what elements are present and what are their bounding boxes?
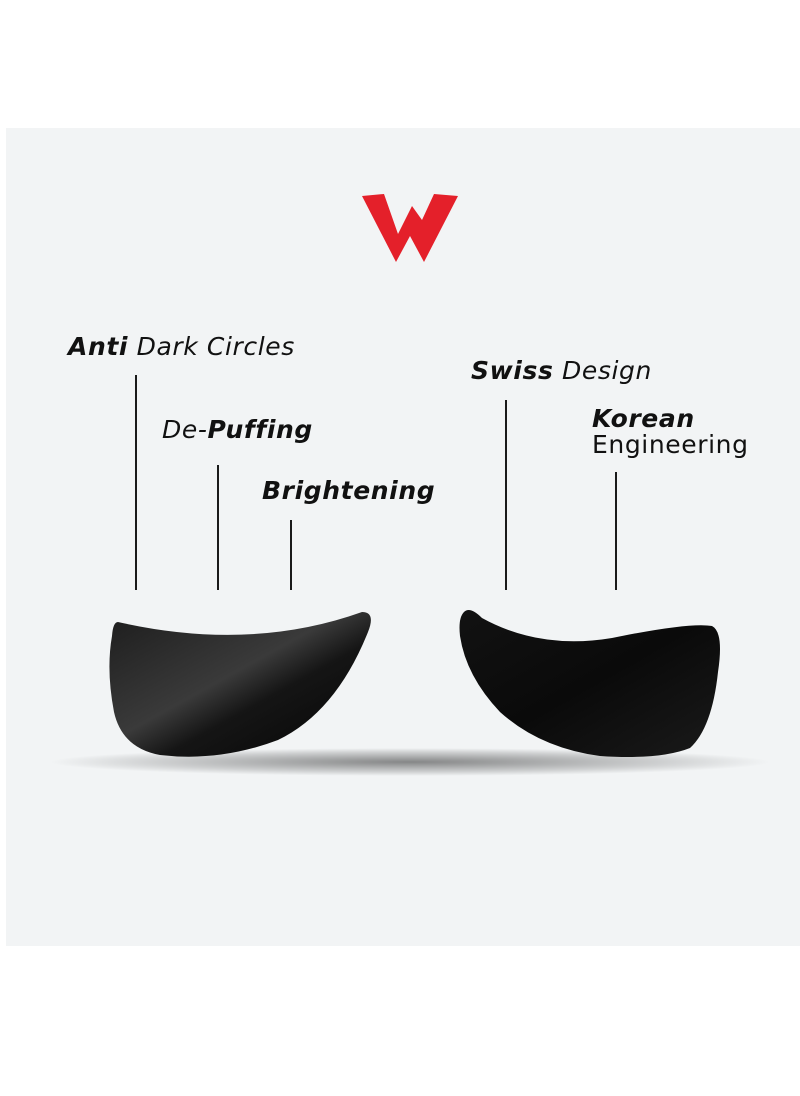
label-korean-strong: Korean xyxy=(592,404,695,433)
label-de: De- xyxy=(162,415,208,444)
label-design: Design xyxy=(553,356,652,385)
label-swiss-design: Swiss Design xyxy=(471,356,652,386)
label-dark-circles: Dark Circles xyxy=(128,332,295,361)
product-background-panel xyxy=(6,128,800,946)
label-brightening: Brightening xyxy=(262,476,435,506)
callout-line-swiss-design xyxy=(505,400,507,590)
callout-line-anti-dark-circles xyxy=(135,375,137,590)
w-logo-icon xyxy=(362,194,458,262)
label-anti-strong: Anti xyxy=(68,332,129,361)
label-brightening-strong: Brightening xyxy=(262,476,436,505)
callout-line-brightening xyxy=(290,520,292,590)
label-engineering: Engineering xyxy=(592,430,749,459)
label-korean-engineering: Korean Engineering xyxy=(592,404,749,460)
label-puffing-strong: Puffing xyxy=(207,415,313,444)
label-swiss-strong: Swiss xyxy=(471,356,554,385)
left-eye-patch xyxy=(109,612,371,757)
callout-line-korean-engineering xyxy=(615,472,617,590)
callout-line-de-puffing xyxy=(217,465,219,590)
label-de-puffing: De-Puffing xyxy=(162,415,313,445)
label-anti-dark-circles: Anti Dark Circles xyxy=(68,332,295,362)
patch-shadow xyxy=(50,748,770,776)
right-eye-patch xyxy=(459,610,720,757)
